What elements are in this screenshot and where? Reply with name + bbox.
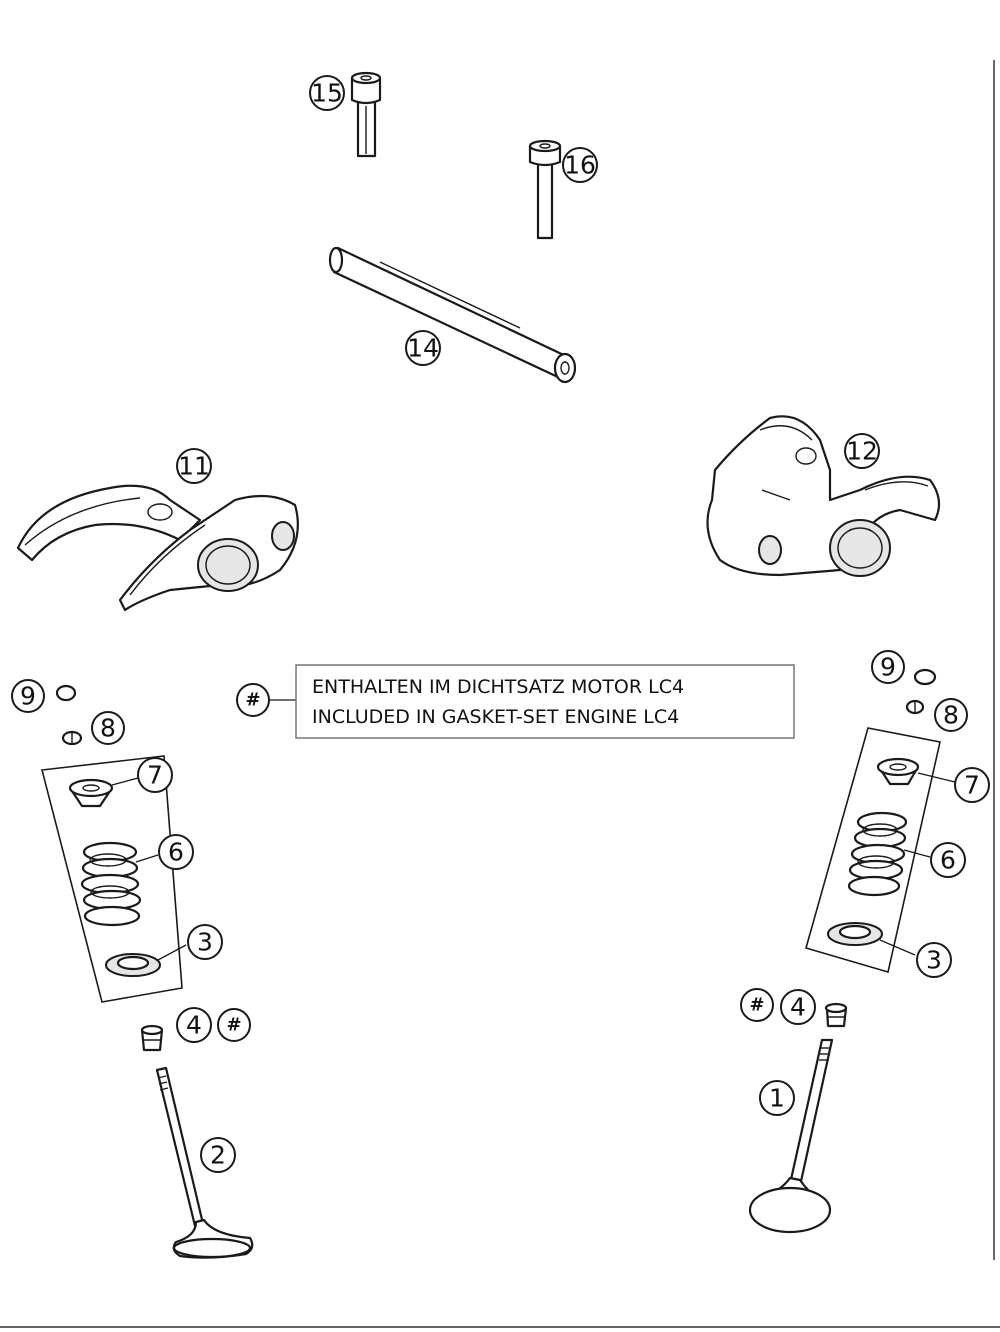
callout-9-right: 9 [871, 650, 905, 684]
left-valve-cap-9 [55, 684, 77, 702]
hash-marker-left: # [217, 1008, 251, 1042]
left-spring-seat-3 [105, 953, 161, 977]
left-spring-group-frame [40, 755, 183, 1003]
note-box [295, 664, 795, 739]
right-valve-spring-6 [847, 811, 908, 897]
rocker-shaft-14 [328, 246, 577, 384]
callout-7-left-label: 7 [147, 761, 163, 790]
callout-6-left: 6 [158, 834, 194, 870]
callout-6-left-label: 6 [168, 838, 184, 867]
callout-3-left-label: 3 [197, 928, 213, 957]
hash-marker-right: # [740, 988, 774, 1022]
callout-2: 2 [200, 1137, 236, 1173]
callout-8-left-label: 8 [100, 714, 116, 743]
bolt-16 [528, 139, 562, 240]
callout-8-left: 8 [91, 711, 125, 745]
callout-3-right: 3 [916, 942, 952, 978]
callout-4-right: 4 [780, 989, 816, 1025]
note-line-english: INCLUDED IN GASKET-SET ENGINE LC4 [312, 706, 679, 728]
callout-11-label: 11 [178, 452, 210, 481]
left-valve-seal-4 [140, 1024, 164, 1052]
callout-12: 12 [844, 433, 880, 469]
callout-16-label: 16 [564, 151, 596, 180]
right-spring-seat-3 [827, 922, 883, 946]
exhaust-valve-2 [155, 1066, 254, 1259]
callout-3-left: 3 [187, 924, 223, 960]
left-spring-retainer-7 [68, 778, 114, 808]
rocker-arm-11 [16, 484, 299, 612]
callout-14: 14 [405, 330, 441, 366]
leader-6-left [135, 854, 159, 863]
right-valve-keeper-8 [905, 699, 925, 715]
callout-7-right: 7 [954, 767, 990, 803]
gasket-set-note: # ENTHALTEN IM DICHTSATZ MOTOR LC4 INCLU… [236, 664, 795, 739]
callout-9-left-label: 9 [20, 682, 36, 711]
callout-7-left: 7 [137, 757, 173, 793]
callout-8-right-label: 8 [943, 701, 959, 730]
callout-1-label: 1 [769, 1084, 785, 1113]
callout-6-right: 6 [930, 842, 966, 878]
callout-12-label: 12 [846, 437, 878, 466]
callout-16: 16 [562, 147, 598, 183]
callout-6-right-label: 6 [940, 846, 956, 875]
leader-7-left [111, 777, 139, 786]
callout-14-label: 14 [407, 334, 439, 363]
right-valve-seal-4 [824, 1002, 848, 1028]
rocker-arm-12 [706, 415, 941, 577]
intake-valve-1 [748, 1038, 834, 1234]
callout-15: 15 [309, 75, 345, 111]
callout-4-left: 4 [176, 1007, 212, 1043]
bolt-15 [350, 71, 382, 158]
leader-6-right [903, 849, 931, 858]
right-spring-group-frame [805, 727, 941, 974]
callout-9-right-label: 9 [880, 653, 896, 682]
note-line-german: ENTHALTEN IM DICHTSATZ MOTOR LC4 [312, 676, 684, 698]
callout-9-left: 9 [11, 679, 45, 713]
leader-3-left [157, 944, 187, 961]
left-valve-spring-6 [80, 841, 142, 927]
callout-15-label: 15 [311, 79, 343, 108]
callout-1: 1 [759, 1080, 795, 1116]
callout-11: 11 [176, 448, 212, 484]
note-hash-symbol: # [245, 690, 260, 711]
right-valve-cap-9 [913, 668, 937, 686]
right-spring-retainer-7 [876, 757, 920, 786]
callout-8-right: 8 [934, 698, 968, 732]
hash-marker-right-label: # [749, 995, 764, 1016]
callout-7-right-label: 7 [964, 771, 980, 800]
callout-3-right-label: 3 [926, 946, 942, 975]
leader-3-right [879, 939, 916, 956]
callout-4-right-label: 4 [790, 993, 806, 1022]
left-valve-keeper-8 [61, 730, 83, 746]
callout-2-label: 2 [210, 1141, 226, 1170]
callout-4-left-label: 4 [186, 1011, 202, 1040]
leader-7-right [917, 772, 956, 783]
hash-marker-left-label: # [226, 1015, 241, 1036]
